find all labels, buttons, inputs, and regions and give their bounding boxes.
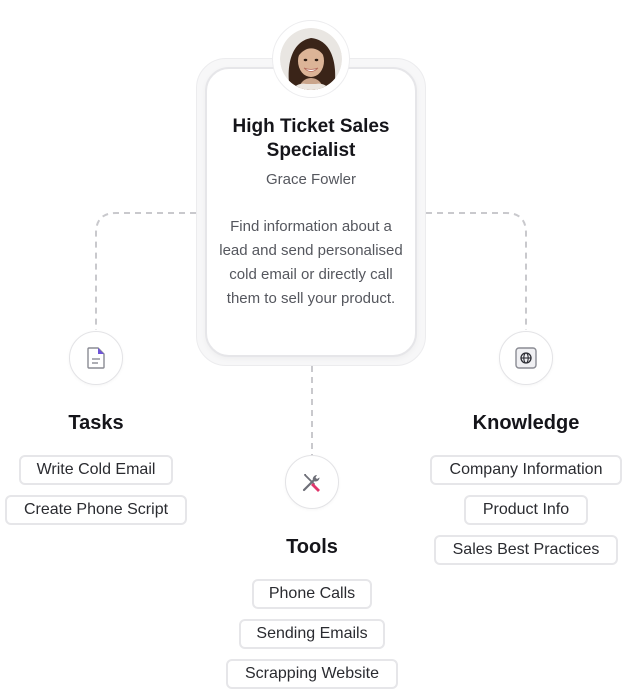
knowledge-chip[interactable]: Company Information <box>430 455 622 485</box>
globe-icon <box>515 347 537 369</box>
knowledge-chip[interactable]: Sales Best Practices <box>434 535 618 565</box>
tools-icon-button[interactable] <box>285 455 339 509</box>
tool-chip[interactable]: Sending Emails <box>239 619 385 649</box>
agent-description: Find information about a lead and send p… <box>219 218 403 307</box>
knowledge-chip[interactable]: Product Info <box>464 495 588 525</box>
tasks-connector <box>95 212 196 330</box>
document-icon <box>87 347 105 369</box>
tasks-icon-button[interactable] <box>69 331 123 385</box>
tools-icon <box>302 474 320 492</box>
task-chip[interactable]: Write Cold Email <box>19 455 173 485</box>
task-chip[interactable]: Create Phone Script <box>5 495 187 525</box>
avatar <box>280 28 342 90</box>
agent-card[interactable] <box>205 67 417 357</box>
knowledge-icon-button[interactable] <box>499 331 553 385</box>
tasks-title: Tasks <box>68 412 124 434</box>
agent-name: Grace Fowler <box>265 171 357 188</box>
knowledge-connector <box>426 212 527 330</box>
tools-title: Tools <box>286 536 338 558</box>
agent-title: High Ticket Sales Specialist <box>232 116 390 161</box>
knowledge-title: Knowledge <box>472 412 580 434</box>
tool-chip[interactable]: Phone Calls <box>252 579 372 609</box>
tool-chip[interactable]: Scrapping Website <box>226 659 398 689</box>
